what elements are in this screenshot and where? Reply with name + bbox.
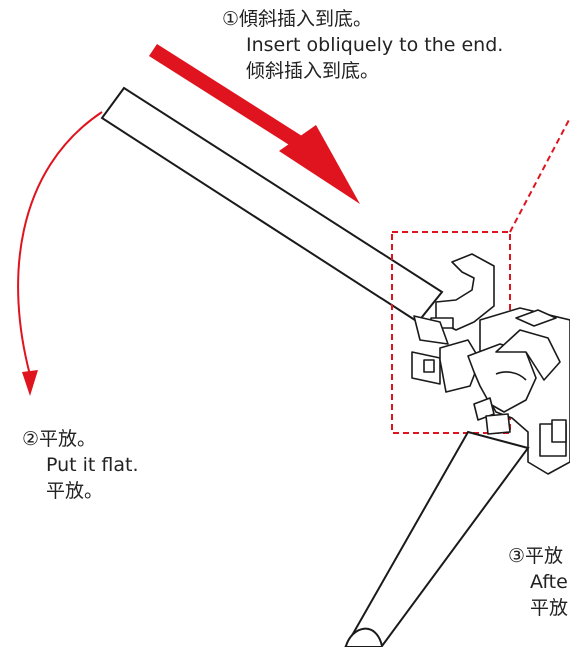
- step1-title-cn-simplified: 倾斜插入到底。: [246, 60, 380, 82]
- step3-title-en: Afte: [530, 571, 568, 593]
- callout-leader-line: [509, 117, 570, 233]
- connector-housing: [411, 253, 570, 475]
- flat-cable-lower: [344, 430, 530, 647]
- curved-arrow-down-icon: [17, 111, 103, 396]
- step2-title-en: Put it flat.: [46, 454, 139, 476]
- step2-title-cn: ②平放。: [22, 428, 97, 450]
- step3-label: ③平放 Afte 平放: [508, 543, 568, 621]
- step3-title-cn-simplified: 平放: [530, 597, 569, 619]
- step1-title-cn: ①傾斜插入到底。: [222, 8, 373, 30]
- step2-title-cn-simplified: 平放。: [46, 480, 104, 502]
- arrow-right-down-icon: [149, 44, 360, 204]
- step1-title-en: Insert obliquely to the end.: [246, 34, 504, 56]
- step2-label: ②平放。 Put it flat. 平放。: [22, 426, 139, 504]
- step1-label: ①傾斜插入到底。 Insert obliquely to the end. 倾斜…: [222, 6, 503, 84]
- step3-title-cn: ③平放: [508, 545, 564, 567]
